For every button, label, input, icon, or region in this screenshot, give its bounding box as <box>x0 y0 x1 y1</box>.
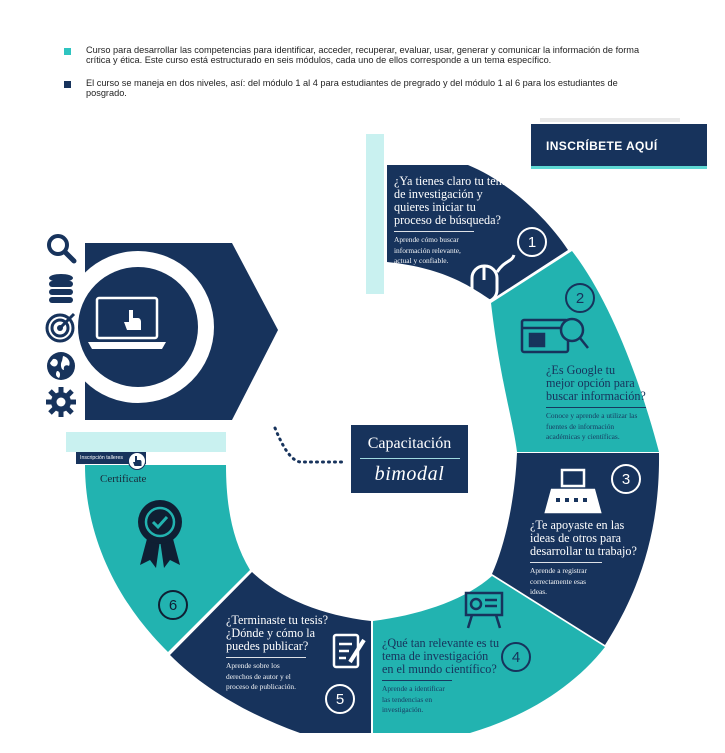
bullet-square <box>64 81 71 88</box>
intro-bullet-1: Curso para desarrollar las competencias … <box>64 45 654 65</box>
module-2-text: ¿Es Google tu mejor opción para buscar i… <box>546 364 646 443</box>
gear-icon <box>46 387 76 417</box>
module-3-segment[interactable] <box>492 453 660 645</box>
module-5-text: ¿Terminaste tu tesis? ¿Dónde y cómo la p… <box>226 614 334 693</box>
database-icon <box>49 274 73 303</box>
module-5-description: Aprende sobre los derechos de autor y el… <box>226 657 306 693</box>
module-1-number: 1 <box>517 227 547 257</box>
center-title-line2: bimodal <box>374 463 445 485</box>
module-1-question: ¿Ya tienes claro tu tema de investigació… <box>394 174 511 227</box>
center-title-box: Capacitación bimodal <box>351 425 468 493</box>
certificate-label: Certificate <box>100 473 147 485</box>
typewriter-icon <box>544 468 602 514</box>
module-2-number: 2 <box>565 283 595 313</box>
register-button[interactable]: INSCRÍBETE AQUÍ <box>531 124 707 166</box>
accent-bar-cta <box>540 118 680 122</box>
module-4-segment[interactable] <box>373 576 605 733</box>
intro-text-1: Curso para desarrollar las competencias … <box>86 45 640 65</box>
mouse-icon <box>470 254 516 304</box>
browser-search-icon <box>520 317 589 354</box>
pointer-hand-icon <box>124 310 141 330</box>
module-4-question: ¿Qué tan relevante es tu tema de investi… <box>382 636 500 676</box>
globe-icon <box>47 352 75 380</box>
certificate-badge-icon <box>138 500 182 568</box>
intro-text-2: El curso se maneja en dos niveles, así: … <box>86 78 618 98</box>
laptop-icon <box>88 296 166 349</box>
dotted-connector <box>273 426 347 464</box>
pointer-hand-icon <box>128 452 146 470</box>
module-4-number: 4 <box>501 642 531 672</box>
module-6-number: 6 <box>158 590 188 620</box>
module-5-question: ¿Terminaste tu tesis? ¿Dónde y cómo la p… <box>226 613 329 653</box>
center-title-line1: Capacitación <box>367 435 452 452</box>
module-2-question: ¿Es Google tu mejor opción para buscar i… <box>546 363 646 403</box>
module-1-text: ¿Ya tienes claro tu tema de investigació… <box>394 175 514 267</box>
module-2-segment[interactable] <box>491 251 659 452</box>
module-5-number: 5 <box>325 684 355 714</box>
intro-bullet-2: El curso se maneja en dos niveles, así: … <box>64 78 654 98</box>
module-3-question: ¿Te apoyaste en las ideas de otros para … <box>530 518 637 558</box>
presentation-board-icon <box>464 591 504 629</box>
module-3-text: ¿Te apoyaste en las ideas de otros para … <box>530 519 645 598</box>
module-4-text: ¿Qué tan relevante es tu tema de investi… <box>382 637 500 716</box>
module-4-description: Aprende a identificar las tendencias en … <box>382 680 452 716</box>
workshops-registration-label: Inscripción talleres <box>80 455 123 461</box>
module-5-segment[interactable] <box>170 572 371 733</box>
register-button-label: INSCRÍBETE AQUÍ <box>546 139 658 153</box>
target-icon <box>45 312 76 343</box>
center-title-rule <box>359 458 460 459</box>
module-1-description: Aprende cómo buscar información relevant… <box>394 231 474 267</box>
accent-bar-top <box>366 134 384 294</box>
module-1-segment[interactable] <box>387 165 568 300</box>
module-3-number: 3 <box>611 464 641 494</box>
search-icon <box>47 234 77 264</box>
document-pen-icon <box>332 633 366 669</box>
accent-bar-left <box>66 432 226 452</box>
module-3-description: Aprende a registrar correctamente esas i… <box>530 562 602 598</box>
module-2-description: Conoce y aprende a utilizar las fuentes … <box>546 407 646 443</box>
bullet-square <box>64 48 71 55</box>
